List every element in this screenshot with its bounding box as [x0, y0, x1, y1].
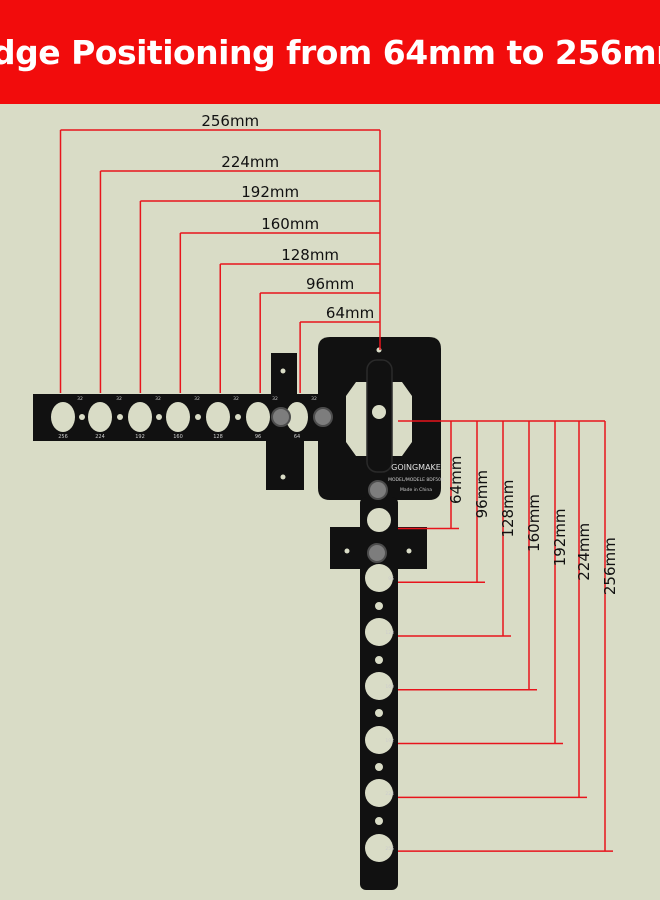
scale-label: 256 [58, 434, 68, 440]
dimension-label: 192mm [241, 183, 299, 201]
small-guide-hole [195, 414, 201, 420]
screw-hole [406, 548, 412, 554]
dimension-label: 160mm [525, 494, 543, 552]
origin-text: Made in China [400, 487, 432, 493]
scale-mark: 32 [194, 396, 200, 402]
scale-label: 192 [385, 738, 394, 744]
drill-guide-hole [365, 726, 393, 754]
dimension-label: 224mm [575, 523, 593, 581]
drill-guide-hole [246, 402, 270, 432]
small-guide-hole [156, 414, 162, 420]
scale-mark: 32 [233, 396, 239, 402]
scale-label: 128 [213, 434, 223, 440]
edge-stop-plate [271, 353, 297, 399]
small-guide-hole [79, 414, 85, 420]
dimension-label: 96mm [306, 275, 354, 293]
title-banner: Edge Positioning from 64mm to 256mm [0, 0, 660, 104]
dimension-label: 256mm [601, 537, 619, 595]
dimension-label: 256mm [201, 112, 259, 130]
dimension-label: 224mm [221, 153, 279, 171]
horizontal-dimensions: 256mm 224mm 192mm 160mm 128mm 96mm 64mm [59, 112, 381, 393]
small-guide-hole [235, 414, 241, 420]
drill-guide-hole [365, 779, 393, 807]
screw-hole [344, 548, 350, 554]
drill-guide-hole [88, 402, 112, 432]
locking-knob [367, 543, 387, 563]
drilling-jig: 256 224 192 160 128 96 64 32 32 32 32 32 32 32 96 128 16… [33, 337, 444, 890]
drill-guide-hole [51, 402, 75, 432]
small-guide-hole [375, 817, 383, 825]
scale-mark: 32 [155, 396, 161, 402]
dimension-label: 128mm [281, 246, 339, 264]
drill-guide-hole [206, 402, 230, 432]
scale-mark: 32 [272, 396, 278, 402]
drill-guide-hole [365, 618, 393, 646]
brand-text: GOINGMAKE [391, 463, 441, 472]
vertical-dimensions: 64mm 96mm 128mm 160mm 192mm 224mm 256mm [398, 420, 619, 852]
scale-label: 224 [385, 791, 394, 797]
small-guide-hole [375, 602, 383, 610]
scale-label: 192 [135, 434, 145, 440]
drill-guide-hole [365, 834, 393, 862]
small-guide-hole [375, 709, 383, 717]
drill-guide-hole [367, 508, 391, 532]
scale-label: 224 [95, 434, 105, 440]
dimension-label: 128mm [499, 480, 517, 538]
scale-label: 128 [385, 630, 394, 636]
banner-title: Edge Positioning from 64mm to 256mm [0, 32, 660, 72]
dimension-label: 192mm [551, 508, 569, 566]
scale-label: 160 [173, 434, 183, 440]
dimension-label: 64mm [326, 304, 374, 322]
locking-knob [368, 480, 388, 500]
scale-mark: 32 [116, 396, 122, 402]
drill-guide-hole [365, 564, 393, 592]
drill-guide-hole [286, 402, 308, 432]
slider-hole [372, 405, 386, 419]
scale-label: 64 [294, 434, 300, 440]
scale-label: 256 [385, 846, 394, 852]
scale-mark: 32 [311, 396, 317, 402]
scale-label: 96 [255, 434, 261, 440]
drill-guide-hole [128, 402, 152, 432]
locking-knob [313, 407, 333, 427]
model-text: MODEL/MODELE 8DF504 [388, 477, 444, 483]
screw-hole [280, 474, 286, 480]
screw-hole [280, 368, 286, 374]
small-guide-hole [117, 414, 123, 420]
scale-label: 96 [388, 576, 394, 582]
small-guide-hole [375, 763, 383, 771]
small-guide-hole [375, 656, 383, 664]
drill-guide-hole [365, 672, 393, 700]
locking-knob [271, 407, 291, 427]
scale-label: 160 [385, 684, 394, 690]
dimension-label: 96mm [473, 470, 491, 518]
drill-guide-hole [166, 402, 190, 432]
dimension-label: 64mm [447, 456, 465, 504]
scale-mark: 32 [77, 396, 83, 402]
dimension-label: 160mm [261, 215, 319, 233]
